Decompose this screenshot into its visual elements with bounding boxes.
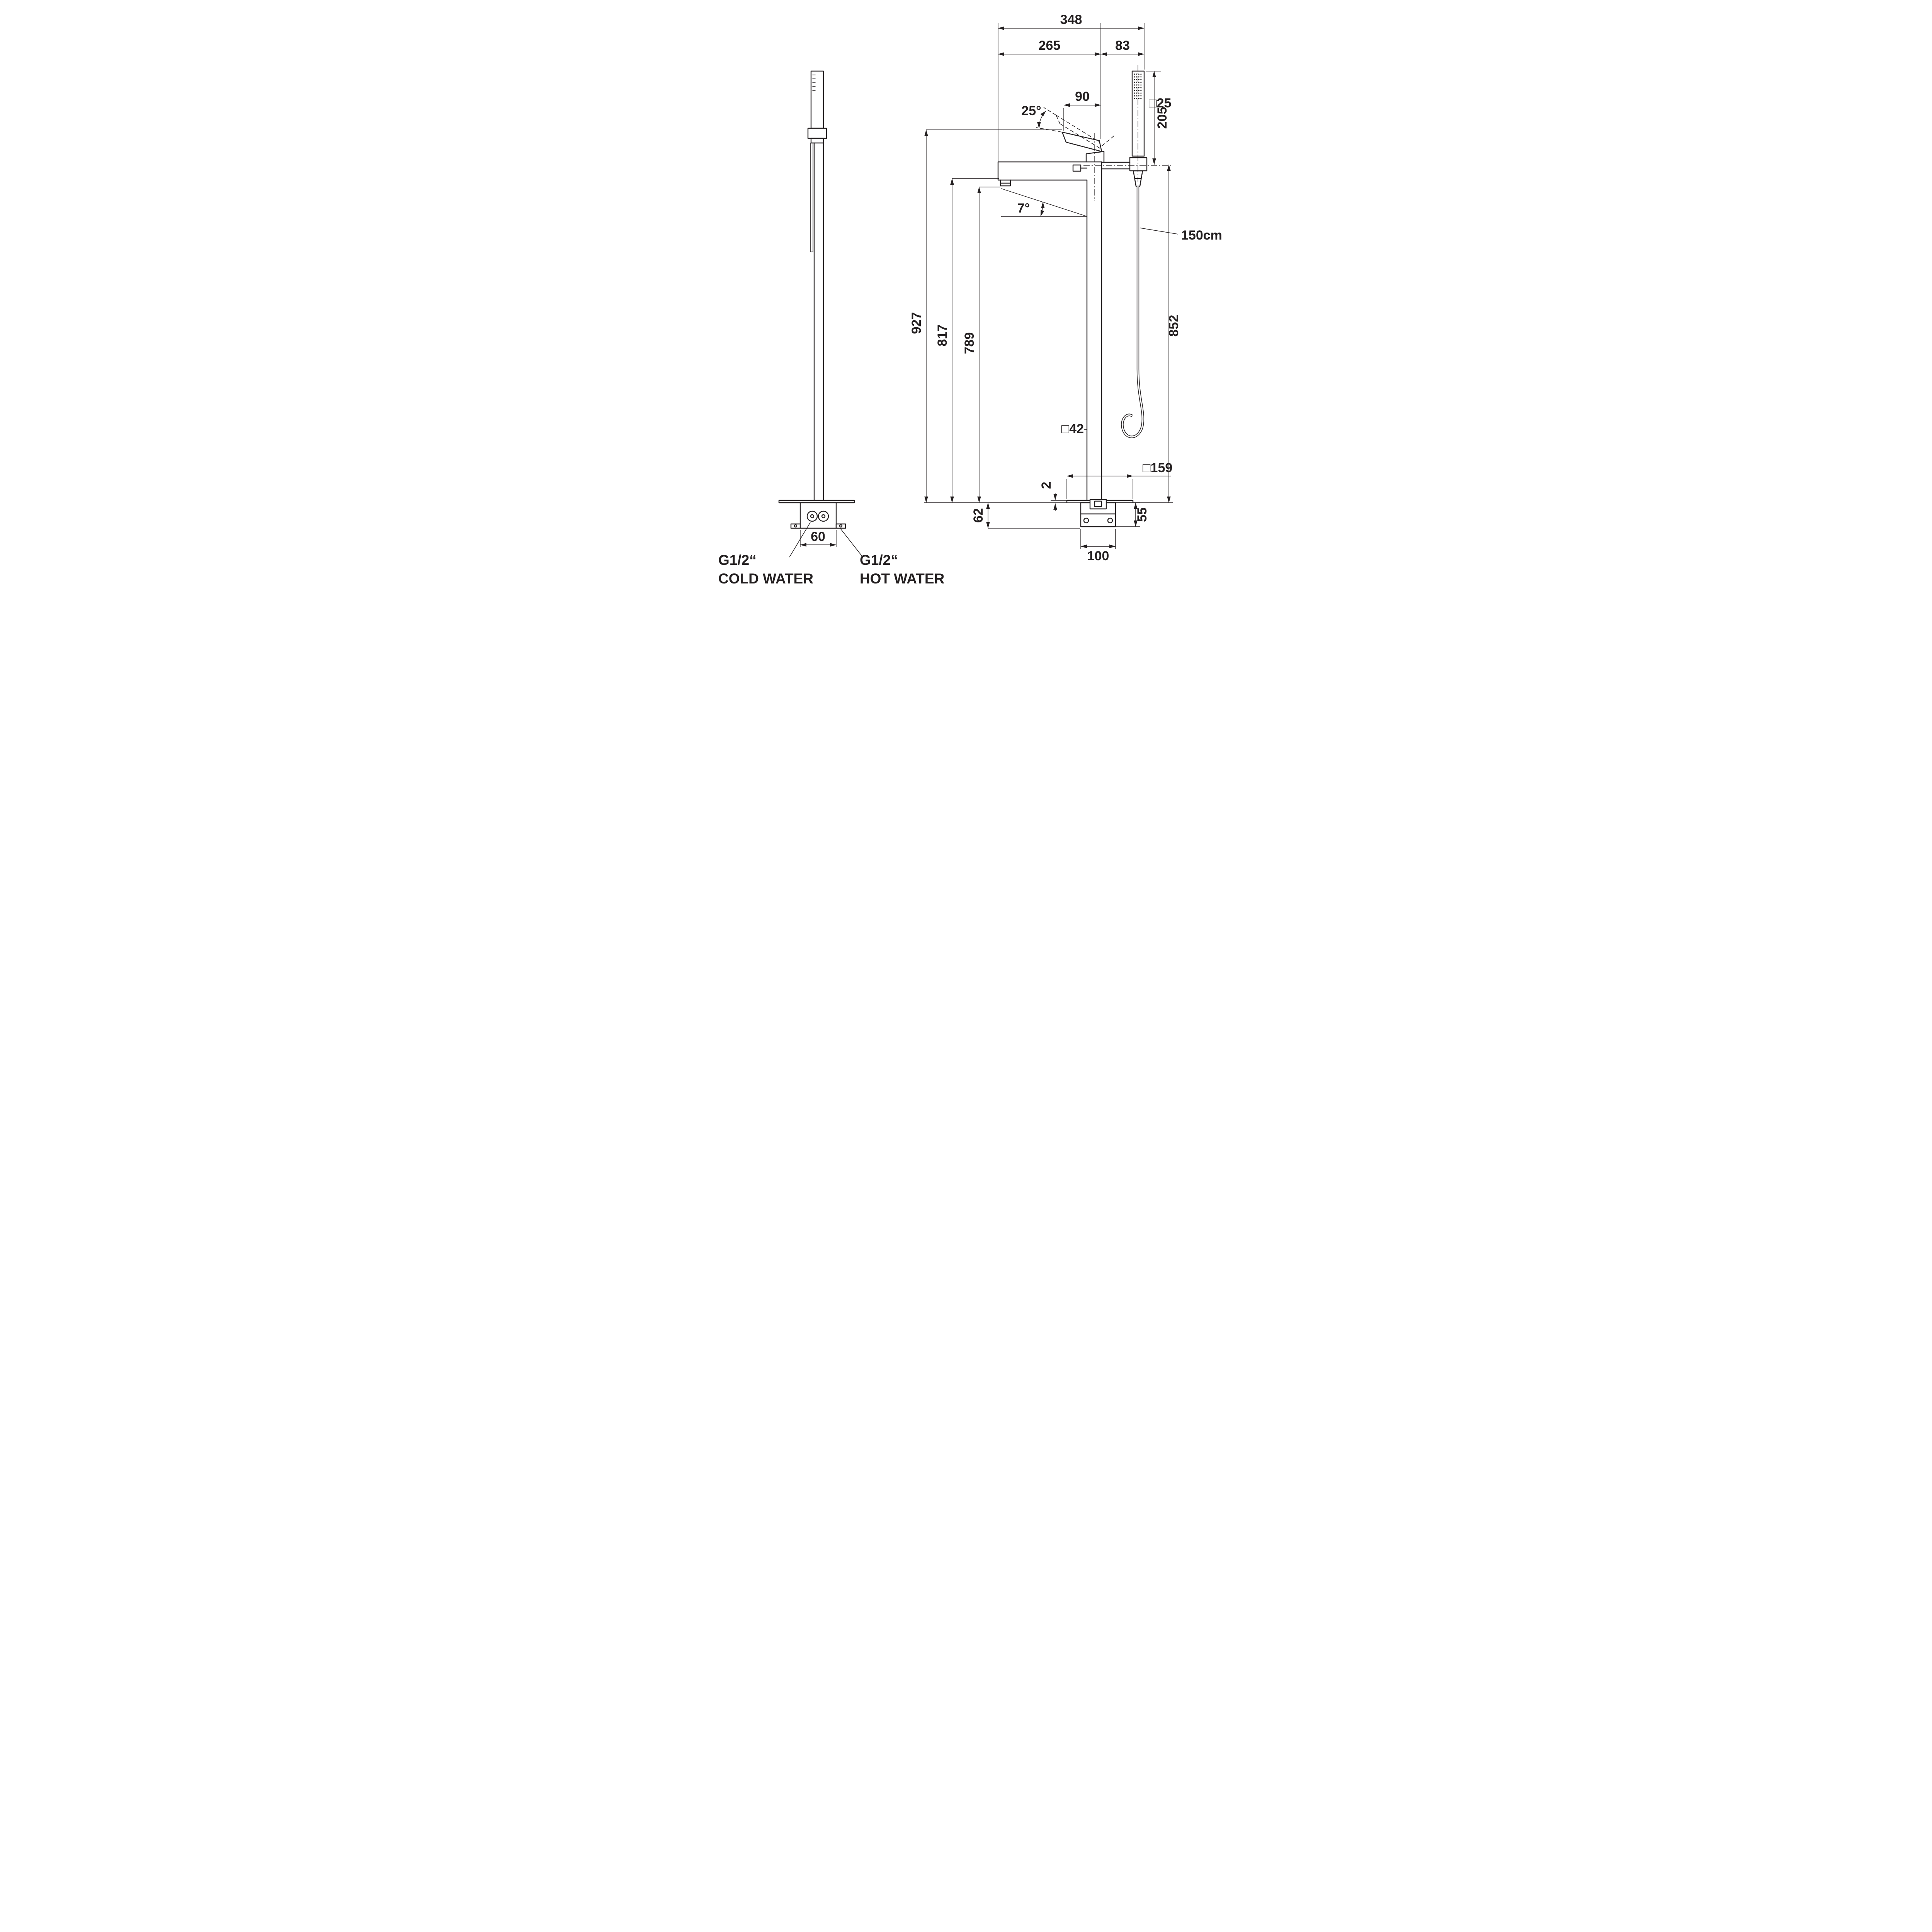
spout-outlet (1000, 179, 1011, 187)
center-lines (1083, 65, 1173, 201)
dim-height-handle-label: 927 (909, 312, 924, 334)
hose-nipple (1133, 170, 1143, 187)
dim-base-height-label: 55 (1135, 507, 1150, 522)
front-floor-base (924, 499, 1173, 527)
dim-plate-thickness-label: 2 (1039, 482, 1054, 489)
shower-hose (1121, 186, 1145, 438)
dim-plate-square-label: □159 (1143, 461, 1172, 475)
dim-base-height: 55 (1134, 502, 1150, 527)
dim-base-depth-label: 60 (811, 529, 825, 544)
cold-water-label: COLD WATER (718, 571, 813, 587)
dim-height-holder-label: 852 (1167, 315, 1181, 337)
front-view: 25° 7° (909, 12, 1222, 563)
cold-thread-label: G1/2“ (718, 552, 757, 568)
dim-height-handle: 927 (909, 129, 928, 503)
handle-angle-arc (1037, 111, 1046, 129)
dim-height-spout: 817 (935, 178, 954, 503)
hot-thread-label: G1/2“ (860, 552, 898, 568)
dim-inlet-depth: 62 (971, 502, 990, 529)
front-column (1086, 161, 1102, 501)
diverter-knob (1072, 164, 1082, 172)
front-base (1080, 499, 1116, 527)
dim-column-square: □42 (1061, 422, 1087, 436)
handle-lever (1061, 131, 1102, 152)
dim-handle-length: 90 (1063, 89, 1101, 107)
technical-drawing: 60 G1/2“ COLD WATER G1/2“ HOT WATER (664, 0, 1268, 604)
handshower (1131, 70, 1145, 157)
dim-height-outlet: 789 (962, 187, 981, 503)
dim-base-depth: 60 (800, 529, 837, 547)
dim-height-holder: 852 (1167, 164, 1181, 503)
dim-column-square-label: □42 (1061, 422, 1084, 436)
dim-shower-offset: 83 (1100, 38, 1145, 56)
dim-total-depth-label: 348 (1060, 12, 1082, 27)
dim-inlet-depth-label: 62 (971, 508, 986, 523)
dim-shower-offset-label: 83 (1115, 38, 1130, 53)
cold-water-leader (789, 522, 811, 558)
dim-handle-length-label: 90 (1075, 89, 1090, 104)
dim-total-depth: 348 (998, 12, 1145, 30)
hot-water-leader (840, 528, 863, 558)
dim-plate-square: □159 (1066, 461, 1172, 478)
handshower-assembly (1101, 70, 1148, 438)
handle: 25° (1021, 104, 1115, 163)
dim-height-spout-label: 817 (935, 325, 950, 347)
dim-height-outlet-label: 789 (962, 332, 977, 354)
side-base (790, 502, 846, 529)
side-handshower (807, 70, 827, 144)
shower-holder-arm (1101, 162, 1131, 170)
dim-base-width: 100 (1080, 544, 1116, 563)
dim-handshower-height-label: 205 (1155, 107, 1170, 129)
handle-lifted-dashed (1056, 115, 1115, 149)
dim-hose-length-label: 150cm (1181, 228, 1222, 243)
shower-holder-collar (1129, 157, 1148, 172)
dim-base-width-label: 100 (1087, 549, 1109, 563)
hot-water-label: HOT WATER (860, 571, 944, 587)
dim-hose-length: 150cm (1140, 228, 1222, 243)
faucet-body (997, 161, 1102, 187)
dim-handshower-height: 205 (1152, 71, 1170, 165)
dim-spout-reach-label: 265 (1039, 38, 1061, 53)
dim-plate-thickness: 2 (1039, 482, 1057, 511)
side-view: 60 G1/2“ COLD WATER G1/2“ HOT WATER (718, 70, 944, 587)
handle-angle-label: 25° (1021, 104, 1041, 118)
extension-lines (926, 23, 1171, 549)
drawing-sheet: 60 G1/2“ COLD WATER G1/2“ HOT WATER (664, 0, 1268, 604)
handshower-spray-face (1134, 73, 1143, 99)
side-hose (810, 143, 813, 252)
spout-angle-label: 7° (1017, 201, 1030, 216)
side-column (813, 142, 824, 501)
spout-angle: 7° (1001, 188, 1087, 217)
dim-spout-reach: 265 (998, 38, 1101, 56)
